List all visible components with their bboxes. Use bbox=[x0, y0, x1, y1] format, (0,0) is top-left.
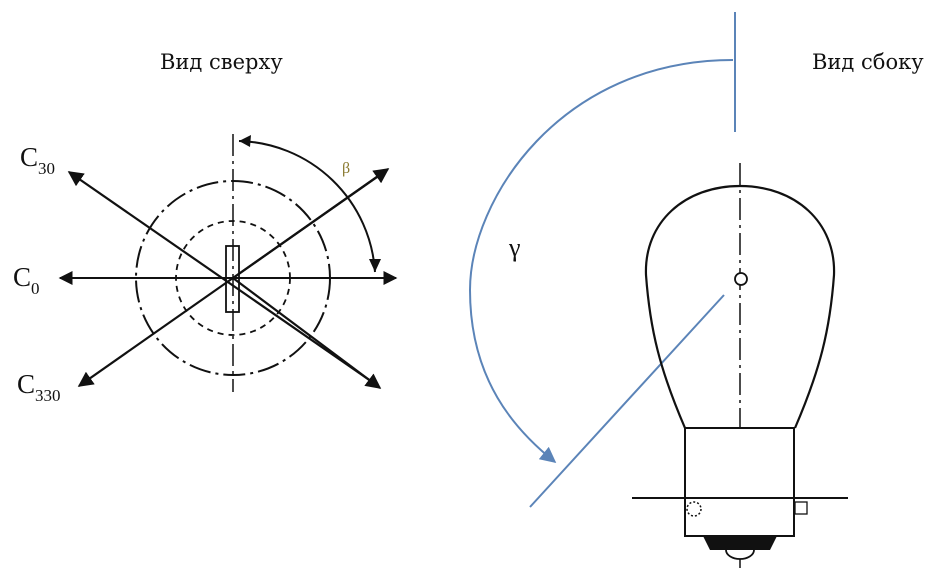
label-c330: C330 bbox=[17, 369, 61, 405]
label-c0: C0 bbox=[13, 262, 40, 298]
beta-arrowhead-top bbox=[239, 135, 251, 147]
side-view-caption: Вид сбоку bbox=[812, 50, 924, 74]
base-pin-dotted bbox=[686, 501, 702, 517]
label-c30: C30 bbox=[20, 142, 55, 178]
label-beta: β bbox=[342, 160, 350, 177]
c330-opposite-arrow bbox=[232, 168, 390, 279]
top-view: C30 C0 C330 β bbox=[13, 134, 398, 405]
gamma-arc bbox=[468, 59, 734, 463]
top-view-caption: Вид сверху bbox=[160, 50, 283, 74]
lamp-base bbox=[684, 427, 795, 537]
filament-rect bbox=[225, 245, 240, 313]
beta-arrowhead-bottom bbox=[369, 259, 381, 272]
c30-opposite-arrow bbox=[232, 277, 382, 389]
base-contact bbox=[703, 536, 777, 550]
beta-arc bbox=[238, 140, 376, 273]
base-pin-square bbox=[794, 501, 808, 515]
c30-axis-line bbox=[67, 171, 379, 387]
side-view: γ bbox=[468, 12, 848, 568]
bulb-glass-outline bbox=[644, 184, 836, 429]
filament-center-circle bbox=[734, 272, 748, 286]
contact-tip bbox=[725, 549, 755, 560]
label-gamma: γ bbox=[508, 233, 521, 262]
gamma-ray-line bbox=[529, 294, 725, 508]
